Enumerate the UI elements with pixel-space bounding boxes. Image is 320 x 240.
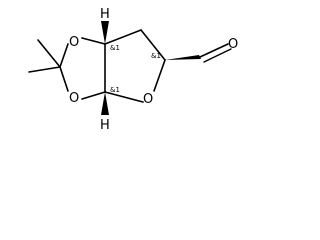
bond-cq-o1	[59, 43, 69, 68]
atom-hydrogen-bottom: H	[100, 118, 110, 133]
stereo-label-c6a: &1	[110, 86, 120, 94]
bond-methyl-upper	[37, 39, 61, 68]
bond-c4-c5	[140, 29, 166, 61]
bond-cq-o2	[59, 66, 69, 92]
wedge-bond-c6a-h	[101, 92, 109, 115]
wedge-bond-c3a-h	[101, 21, 109, 44]
atom-oxygen-aldehyde: O	[228, 37, 238, 52]
wedge-bond-c5-cho	[165, 55, 201, 60]
bond-cho-o-second	[203, 48, 232, 63]
bond-o1-c3a	[81, 37, 106, 45]
bond-methyl-lower	[28, 66, 61, 73]
bond-o2-c6a	[81, 91, 106, 100]
stereo-label-c3a: &1	[110, 44, 120, 52]
bond-cho-o	[199, 43, 229, 58]
atom-oxygen-dioxolane-top: O	[69, 35, 79, 50]
bond-c5-oring	[153, 59, 166, 92]
stereo-label-c4: &1	[151, 52, 161, 60]
atom-hydrogen-top: H	[100, 7, 110, 22]
chemical-structure: O O O O H H &1 &1 &1	[28, 7, 238, 133]
bond-c3a-c4	[104, 29, 142, 45]
atom-oxygen-furanose-ring: O	[143, 92, 153, 107]
atom-oxygen-dioxolane-bottom: O	[69, 91, 79, 106]
bond-oring-c6a	[104, 91, 144, 103]
